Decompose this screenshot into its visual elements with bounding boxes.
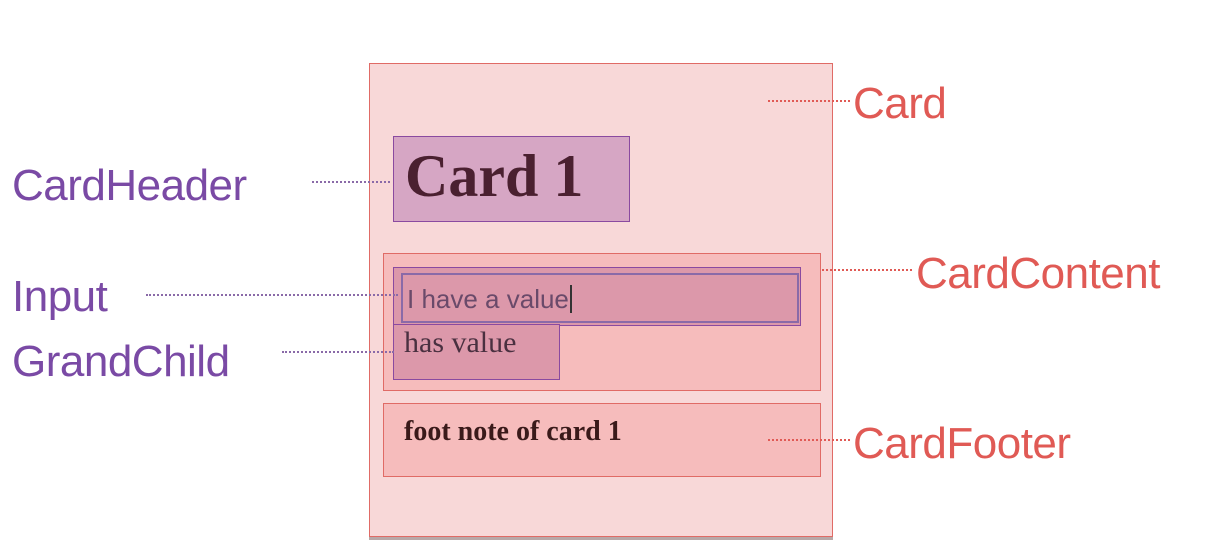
card-header-title: Card 1 — [405, 143, 584, 209]
input-value-text: I have a value — [407, 284, 569, 314]
card-header-box — [393, 136, 630, 222]
card-footer-label: CardFooter — [853, 419, 1071, 468]
grandchild-leader — [282, 351, 394, 353]
value-input[interactable]: I have a value — [401, 273, 799, 323]
text-caret — [569, 285, 572, 313]
card-header-leader — [312, 181, 390, 183]
card-content-leader — [822, 269, 912, 271]
grandchild-label: GrandChild — [12, 337, 230, 386]
input-leader — [146, 294, 398, 296]
card-content-label: CardContent — [916, 249, 1160, 298]
card-leader — [768, 100, 850, 102]
card-header-label: CardHeader — [12, 161, 247, 210]
grandchild-text: has value — [404, 326, 517, 359]
card-footer-leader — [768, 439, 850, 441]
grandchild-box — [393, 324, 560, 380]
card-footer-box — [383, 403, 821, 477]
input-label: Input — [12, 272, 108, 321]
card-label: Card — [853, 79, 947, 128]
footer-text: foot note of card 1 — [404, 416, 622, 447]
